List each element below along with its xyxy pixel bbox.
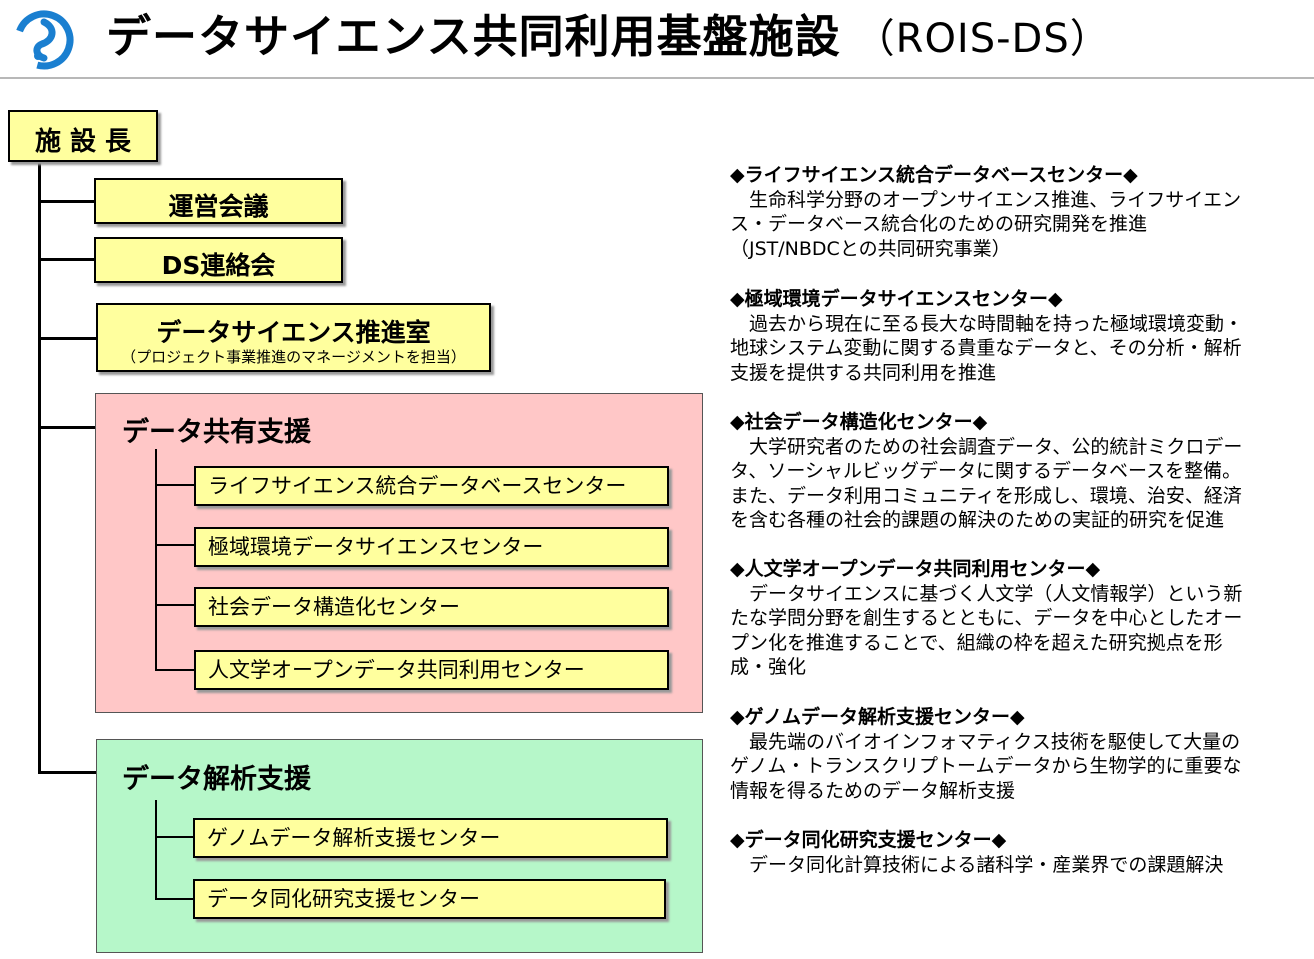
desc-line: 過去から現在に至る長大な時間軸を持った極域環境変動・ (749, 312, 1244, 335)
desc-line: 成・強化 (730, 656, 807, 678)
desc-line: （JST/NBDCとの共同研究事業） (730, 237, 1011, 260)
desc-line: また、データ利用コミュニティを形成し、環境、治安、経済 (730, 484, 1242, 507)
page-subtitle: （ROIS-DS） (854, 16, 1111, 62)
branch-line-analysis (38, 771, 98, 774)
desc-line: データサイエンスに基づく人文学（人文情報学）という新 (749, 582, 1243, 605)
ds-renrakukai-box: DS連絡会 (94, 237, 343, 283)
center-label: 極域環境データサイエンスセンター (208, 535, 544, 559)
center-label: ゲノムデータ解析支援センター (207, 826, 501, 850)
sharing-trunk-line (155, 449, 157, 671)
unei-kaigi-label: 運営会議 (168, 192, 269, 221)
sharing-branch-line (155, 669, 195, 671)
desc-heading: ◆データ同化研究支援センター◆ (730, 829, 1007, 851)
desc-line: 大学研究者のための社会調査データ、公的統計ミクロデー (749, 435, 1243, 458)
page-title: データサイエンス共同利用基盤施設 （ROIS-DS） (106, 4, 1111, 72)
desc-line: タ、ソーシャルビッグデータに関するデータベースを整備。 (730, 460, 1242, 482)
ds-suishinshitsu-label: データサイエンス推進室 (156, 318, 431, 347)
desc-heading: ◆ライフサイエンス統合データベースセンター◆ (730, 164, 1138, 186)
branch-line-ds-renraku (38, 258, 96, 261)
ds-suishinshitsu-box: データサイエンス推進室 （プロジェクト事業推進のマネージメントを担当） (96, 303, 491, 372)
desc-line: プン化を推進することで、組織の枠を超えた研究拠点を形 (730, 631, 1223, 654)
desc-line: データ同化計算技術による諸科学・産業界での課題解決 (749, 853, 1224, 876)
main-trunk-line (38, 162, 41, 774)
center-box-social: 社会データ構造化センター (194, 587, 669, 627)
analysis-branch-line (155, 836, 195, 838)
page-title-main: データサイエンス共同利用基盤施設 (106, 10, 841, 63)
desc-block-genome: ◆ゲノムデータ解析支援センター◆ 最先端のバイオインフォマティクス技術を駆使して… (730, 705, 1290, 803)
sharing-branch-line (155, 484, 195, 486)
center-label: データ同化研究支援センター (207, 887, 480, 911)
desc-line: ス・データベース統合化のための研究開発を推進 (730, 213, 1148, 235)
data-sharing-panel: データ共有支援 ライフサイエンス統合データベースセンター 極域環境データサイエン… (95, 393, 703, 713)
branch-line-suishin (38, 337, 98, 340)
desc-block-social: ◆社会データ構造化センター◆ 大学研究者のための社会調査データ、公的統計ミクロデ… (730, 410, 1290, 533)
desc-block-humanities: ◆人文学オープンデータ共同利用センター◆ データサイエンスに基づく人文学（人文情… (730, 557, 1290, 680)
desc-line: 情報を得るためのデータ解析支援 (730, 779, 1016, 802)
data-analysis-panel: データ解析支援 ゲノムデータ解析支援センター データ同化研究支援センター (96, 739, 703, 953)
desc-line: ゲノム・トランスクリプトームデータから生物学的に重要な (730, 755, 1242, 777)
desc-line: 最先端のバイオインフォマティクス技術を駆使して大量の (749, 730, 1241, 753)
desc-heading: ◆社会データ構造化センター◆ (730, 411, 988, 433)
center-box-humanities: 人文学オープンデータ共同利用センター (194, 650, 669, 690)
desc-line: を含む各種の社会的課題の解決のための実証的研究を促進 (730, 509, 1225, 531)
desc-heading: ◆人文学オープンデータ共同利用センター◆ (730, 558, 1101, 580)
desc-heading: ◆ゲノムデータ解析支援センター◆ (730, 706, 1025, 728)
desc-line: 支援を提供する共同利用を推進 (730, 361, 997, 384)
desc-heading: ◆極域環境データサイエンスセンター◆ (730, 288, 1063, 310)
desc-line: 地球システム変動に関する貴重なデータと、その分析・解析 (730, 337, 1242, 359)
sharing-branch-line (155, 544, 195, 546)
ds-suishinshitsu-note: （プロジェクト事業推進のマネージメントを担当） (121, 348, 466, 366)
director-box: 施 設 長 (8, 110, 158, 162)
center-label: ライフサイエンス統合データベースセンター (208, 474, 627, 498)
branch-line-share (38, 426, 96, 429)
center-box-lifescience: ライフサイエンス統合データベースセンター (194, 466, 669, 506)
branch-line-unei (38, 200, 96, 203)
data-analysis-title: データ解析支援 (122, 764, 311, 795)
desc-block-assimilation: ◆データ同化研究支援センター◆ データ同化計算技術による諸科学・産業界での課題解… (730, 828, 1290, 877)
header-divider (0, 77, 1314, 79)
unei-kaigi-box: 運営会議 (94, 178, 343, 224)
analysis-branch-line (155, 898, 195, 900)
center-box-assimilation: データ同化研究支援センター (193, 879, 666, 919)
data-sharing-title: データ共有支援 (122, 417, 311, 448)
sharing-branch-line (155, 604, 195, 606)
director-label: 施 設 長 (34, 127, 132, 157)
desc-line: 生命科学分野のオープンサイエンス推進、ライフサイエン (749, 188, 1242, 211)
desc-block-polar: ◆極域環境データサイエンスセンター◆ 過去から現在に至る長大な時間軸を持った極域… (730, 287, 1290, 385)
center-box-polar: 極域環境データサイエンスセンター (194, 527, 669, 567)
center-label: 人文学オープンデータ共同利用センター (208, 658, 585, 682)
desc-line: たな学問分野を創生するとともに、データを中心としたオー (730, 607, 1243, 629)
rois-ds-logo-icon (14, 10, 74, 70)
center-label: 社会データ構造化センター (208, 595, 460, 619)
analysis-trunk-line (155, 800, 157, 900)
desc-block-lifescience: ◆ライフサイエンス統合データベースセンター◆ 生命科学分野のオープンサイエンス推… (730, 163, 1290, 261)
center-box-genome: ゲノムデータ解析支援センター (193, 818, 668, 858)
ds-renrakukai-label: DS連絡会 (161, 251, 276, 280)
